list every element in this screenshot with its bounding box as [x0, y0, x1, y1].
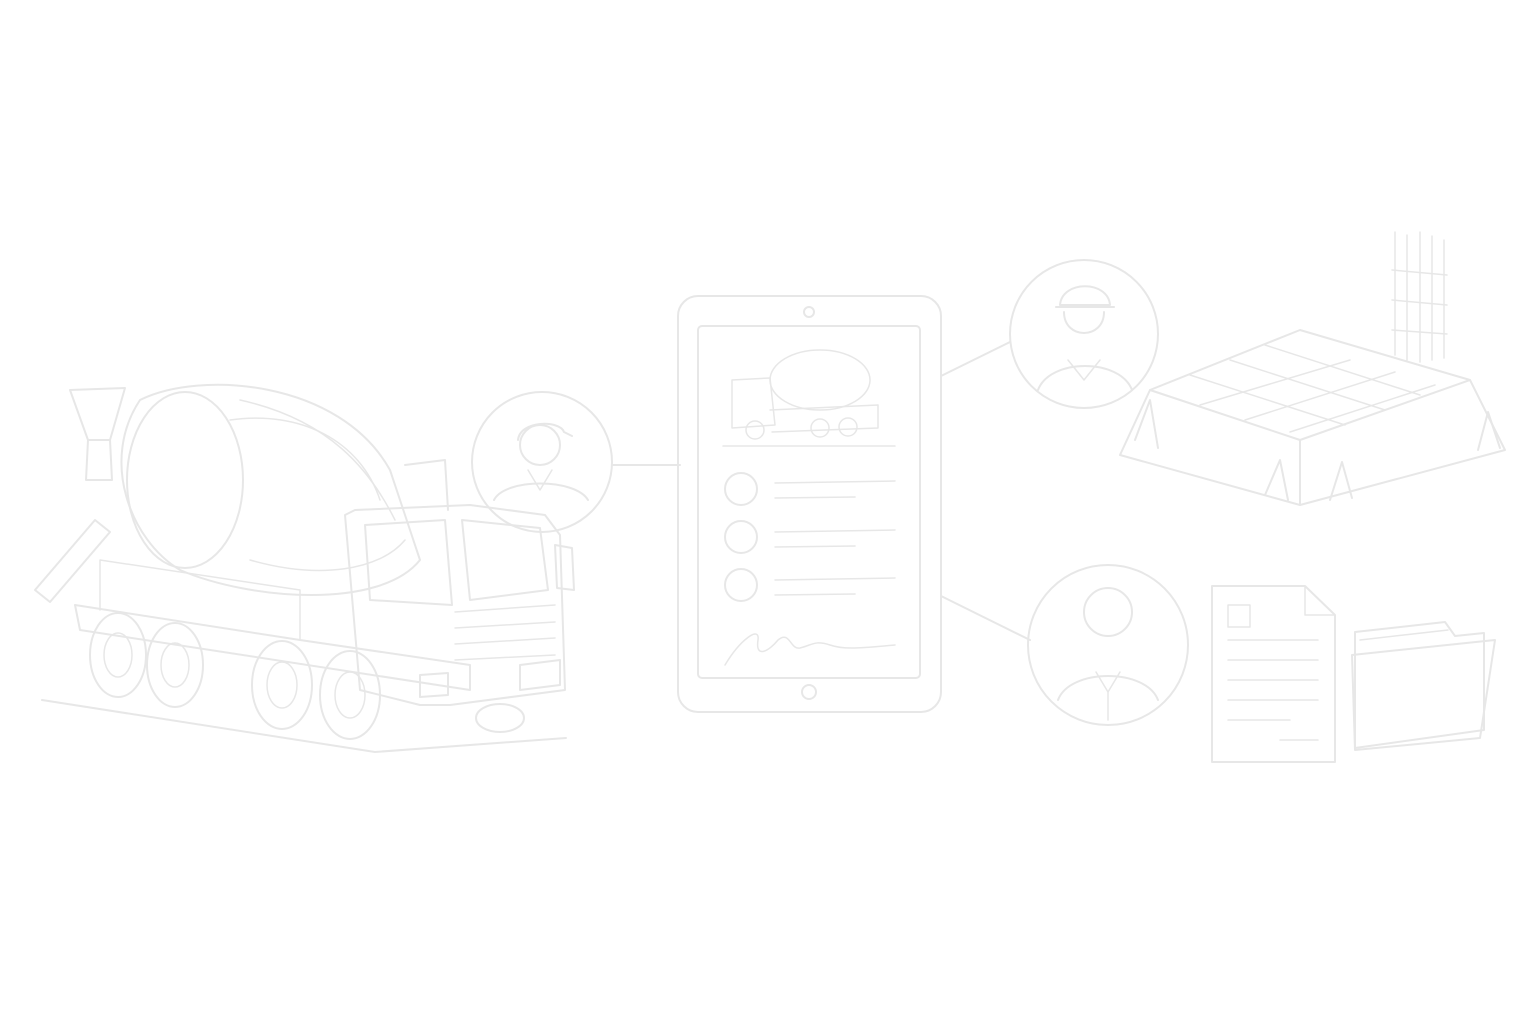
document-icon [1211, 585, 1336, 763]
connector-tablet-engineer [940, 341, 1011, 377]
concrete-mixer-truck-icon [34, 383, 575, 753]
tablet-checklist [724, 472, 896, 602]
folder-icon [1351, 621, 1496, 751]
signature-mark [724, 633, 896, 666]
office-person-avatar-icon [1027, 564, 1189, 726]
connector-tablet-office [940, 595, 1031, 641]
engineer-hardhat-avatar-icon [1009, 259, 1159, 409]
tablet-truck-icon [731, 349, 879, 440]
driver-avatar-icon [471, 391, 613, 533]
concrete-slab-rebar-icon [1119, 231, 1506, 506]
tablet-delivery-ticket-icon [677, 295, 942, 713]
